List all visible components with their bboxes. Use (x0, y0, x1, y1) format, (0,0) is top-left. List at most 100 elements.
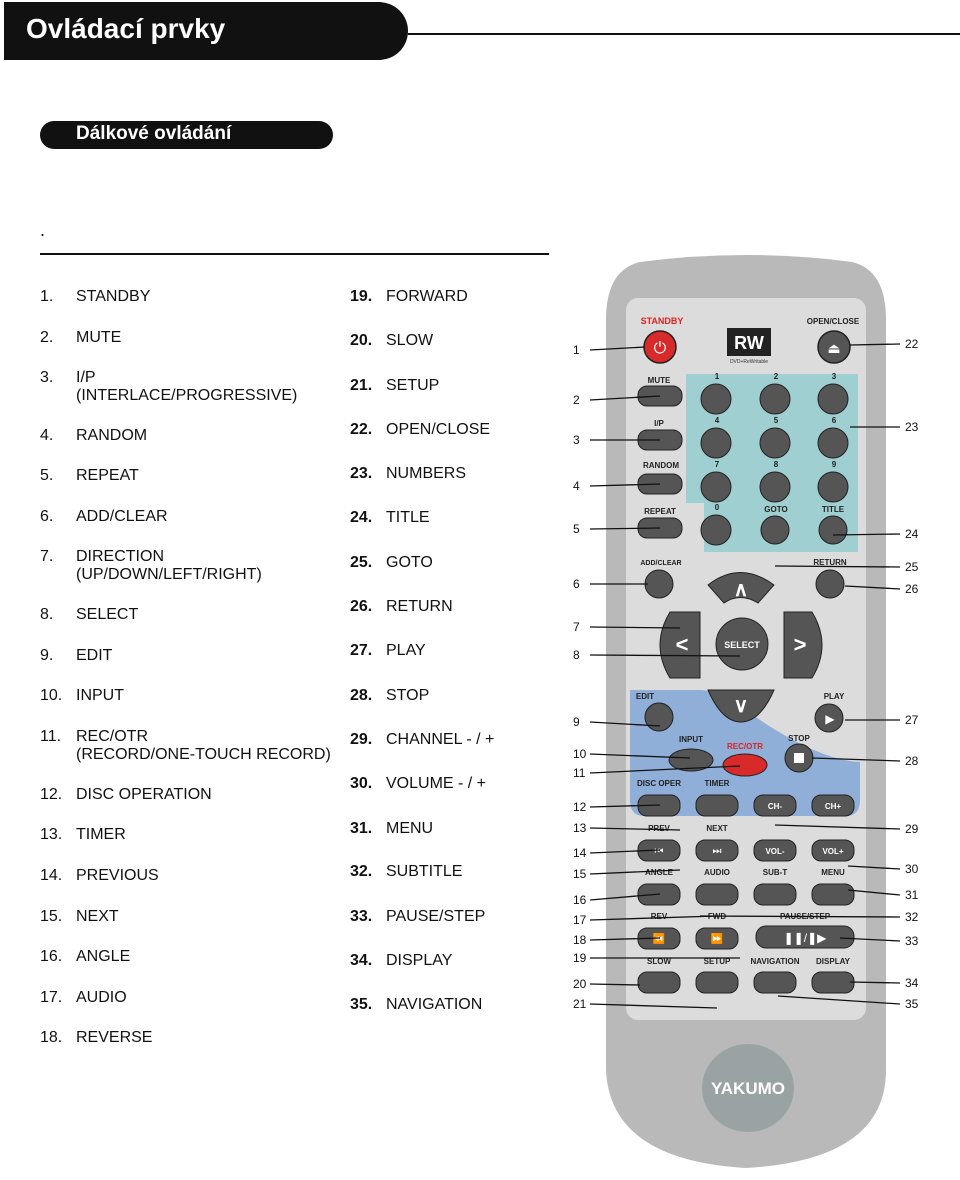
slow-button (637, 971, 681, 994)
callout-number: 17 (573, 913, 587, 927)
callout-line (589, 893, 661, 901)
callout-line (589, 765, 741, 774)
item-number: 3. (40, 369, 54, 386)
standby-label: STANDBY (641, 316, 684, 326)
item-number: 7. (40, 548, 54, 565)
callout-line (849, 981, 901, 984)
callout-number: 25 (905, 560, 919, 574)
menu-button (811, 883, 855, 906)
item-number: 33. (350, 908, 373, 925)
callout-line (589, 937, 661, 941)
callout-line (589, 527, 661, 530)
power-icon: ⏻ (654, 340, 667, 357)
callout-number: 10 (573, 747, 587, 761)
digit-button (700, 471, 732, 503)
callout-number: 24 (905, 527, 919, 541)
callout-numbers: 1234567891011121314151617181920212223242… (573, 337, 919, 1011)
left-arrow-icon: < (676, 632, 689, 657)
item-number: 26. (350, 598, 373, 615)
item-label: REVERSE (76, 1029, 153, 1046)
prev-icon: ⏮ (655, 846, 664, 857)
item-number: 23. (350, 465, 373, 482)
callout-line (589, 626, 681, 629)
ch-minus-label: CH- (768, 802, 783, 811)
item-number: 6. (40, 508, 54, 525)
item-label: STANDBY (76, 288, 151, 305)
display-button (811, 971, 855, 994)
prev-label: PREV (648, 824, 670, 833)
item-label: MENU (386, 820, 434, 837)
display-label: DISPLAY (816, 957, 851, 966)
callout-line (847, 865, 901, 870)
item-label: I/P(INTERLACE/PROGRESSIVE) (76, 369, 298, 404)
callout-number: 12 (573, 800, 587, 814)
callout-line (774, 565, 901, 568)
edit-label: EDIT (636, 692, 654, 701)
callout-line (589, 395, 661, 401)
brand-logo: YAKUMO (711, 1079, 785, 1098)
ip-label: I/P (654, 419, 664, 428)
item-number: 9. (40, 647, 54, 664)
item-number: 29. (350, 731, 373, 748)
next-button (695, 839, 739, 862)
menu-label: MENU (821, 868, 845, 877)
callout-line (774, 824, 901, 830)
item-label: SETUP (386, 377, 440, 394)
callout-line (849, 343, 901, 346)
callout-number: 13 (573, 821, 587, 835)
item-label: SLOW (386, 332, 434, 349)
rw-logo (727, 328, 771, 356)
callout-line (589, 849, 661, 854)
item-number: 10. (40, 687, 63, 704)
item-label: PREVIOUS (76, 867, 159, 884)
stop-label: STOP (788, 734, 810, 743)
item-number: 28. (350, 687, 373, 704)
item-number: 27. (350, 642, 373, 659)
callout-number: 6 (573, 577, 580, 591)
item-label: FORWARD (386, 288, 468, 305)
item-number: 12. (40, 786, 63, 803)
item-number: 5. (40, 467, 54, 484)
audio-label: AUDIO (704, 868, 730, 877)
open-close-label: OPEN/CLOSE (807, 317, 860, 326)
item-number: 17. (40, 989, 63, 1006)
add-clear-button (644, 569, 674, 599)
item-label: REPEAT (76, 467, 139, 484)
down-arrow-icon: ∨ (734, 695, 749, 717)
callout-number: 11 (573, 766, 586, 780)
return-button (815, 569, 845, 599)
timer-label: TIMER (705, 779, 730, 788)
callout-number: 18 (573, 933, 587, 947)
return-label: RETURN (813, 558, 847, 567)
digit-label: 7 (715, 460, 720, 469)
rw-logo-subtext: DVD+ReWritable (730, 359, 768, 365)
callout-line (589, 804, 661, 808)
callout-number: 8 (573, 648, 580, 662)
section-pill (40, 121, 333, 149)
item-number: 32. (350, 863, 373, 880)
callout-number: 7 (573, 620, 580, 634)
callout-number: 9 (573, 715, 580, 729)
item-label: ANGLE (76, 948, 131, 965)
pause-step-button (755, 925, 855, 949)
header-rule (408, 33, 960, 35)
item-number: 15. (40, 908, 63, 925)
callout-number: 2 (573, 393, 580, 407)
section-title: Dálkové ovládání (76, 123, 232, 144)
callout-line (777, 995, 901, 1005)
up-arrow-icon: ∧ (734, 579, 749, 601)
brand-badge (702, 1044, 794, 1132)
fwd-button (695, 927, 739, 950)
title-label: TITLE (822, 505, 845, 514)
item-label: PLAY (386, 642, 426, 659)
digit-button (700, 427, 732, 459)
item-label: TITLE (386, 509, 430, 526)
callout-number: 20 (573, 977, 587, 991)
mute-label: MUTE (648, 376, 671, 385)
callout-line (589, 983, 641, 986)
callout-number: 32 (905, 910, 919, 924)
number-panel (686, 374, 858, 552)
item-label: STOP (386, 687, 430, 704)
